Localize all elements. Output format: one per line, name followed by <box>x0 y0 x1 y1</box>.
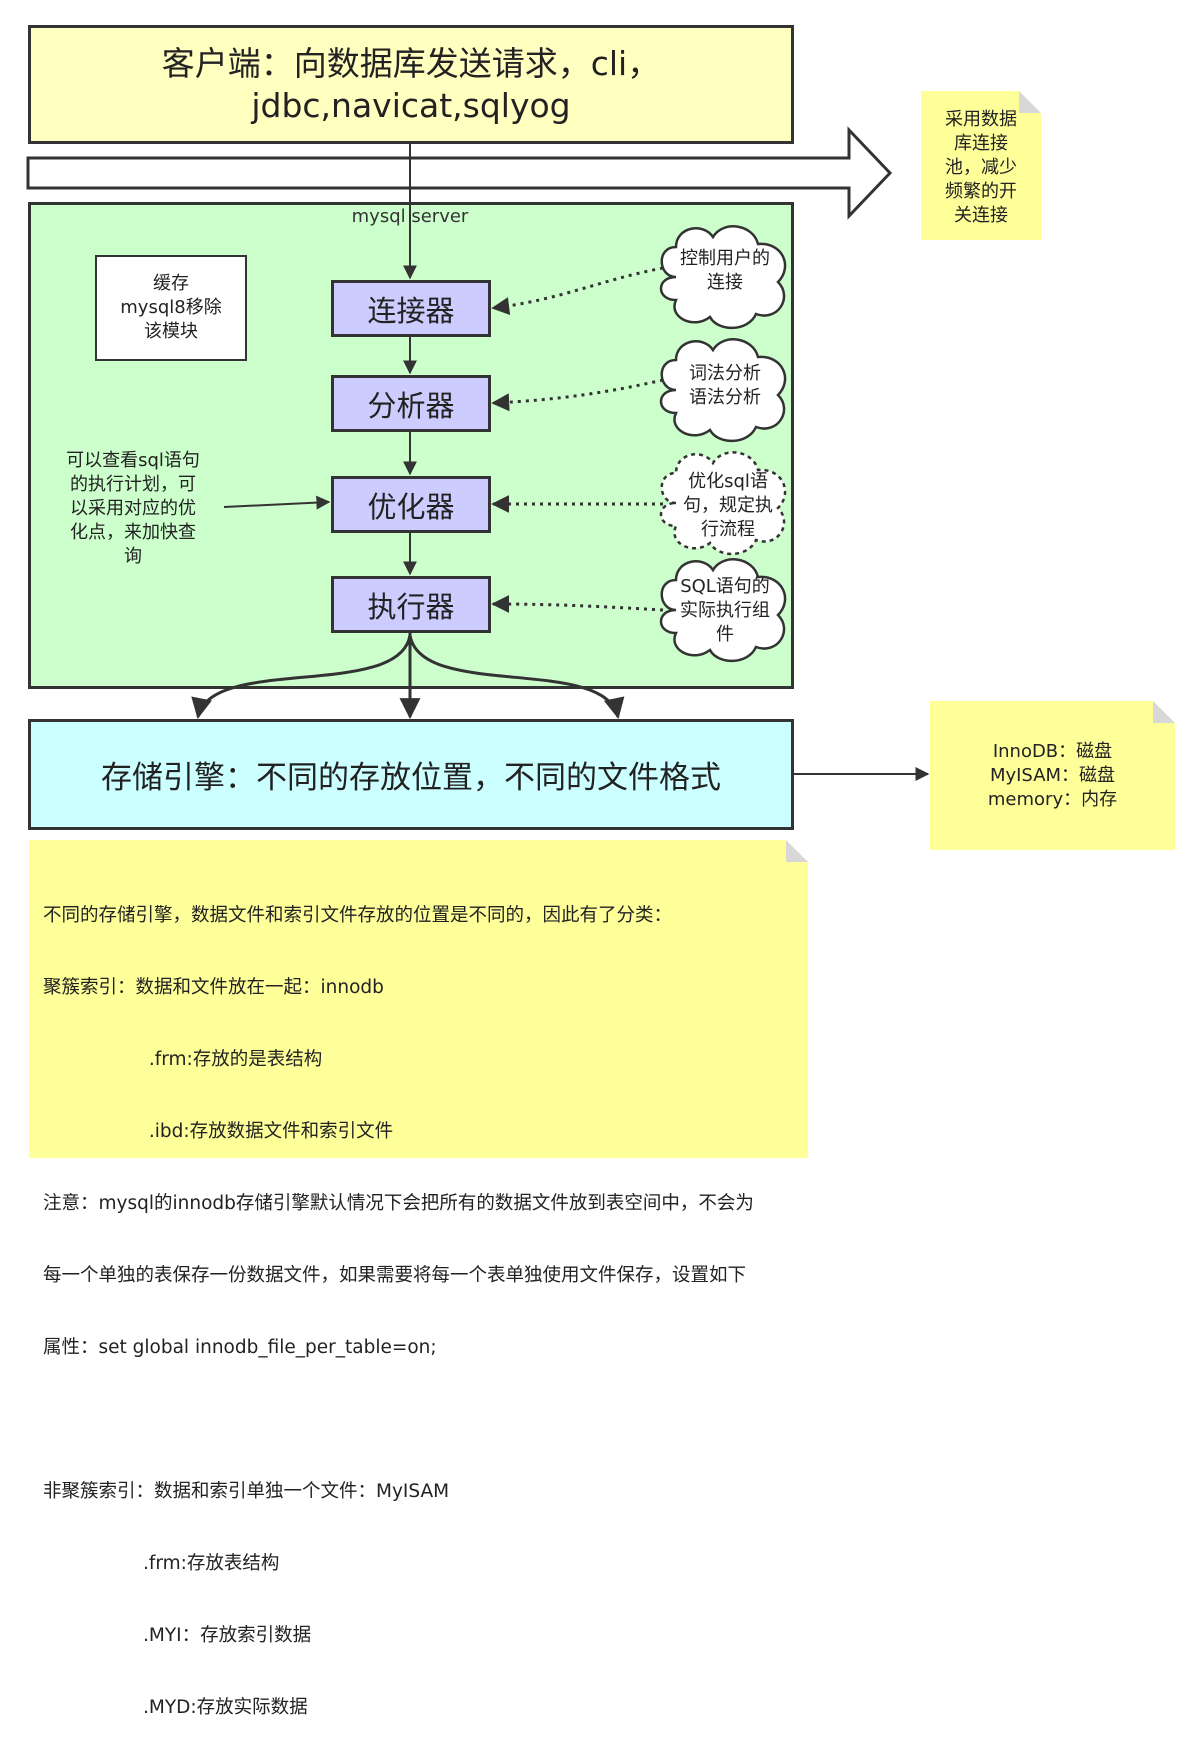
cloud-text-optimize: 优化sql语 句，规定执 行流程 <box>668 470 788 542</box>
cloud-line: 词法分析 <box>689 363 761 384</box>
cloud-line: 控制用户的 <box>680 248 770 269</box>
mysql-server-label: mysql server <box>351 206 469 227</box>
cache-line-1: 缓存 <box>152 273 189 294</box>
note-line: .MYI：存放索引数据 <box>43 1625 312 1646</box>
cache-line-3: 该模块 <box>143 321 198 342</box>
note-line: 的执行计划，可 <box>70 474 196 495</box>
storage-engine-box: 存储引擎：不同的存放位置，不同的文件格式 <box>28 719 794 830</box>
note-line: 每一个单独的表保存一份数据文件，如果需要将每一个表单独使用文件保存，设置如下 <box>43 1265 747 1286</box>
note-line: 非聚簇索引：数据和索引单独一个文件：MyISAM <box>43 1481 450 1502</box>
stage-analyzer: 分析器 <box>331 375 491 432</box>
note-line: 采用数据 <box>945 109 1017 130</box>
stage-label: 连接器 <box>367 293 455 328</box>
note-line: .frm:存放的是表结构 <box>43 1049 323 1070</box>
note-line: InnoDB：磁盘 <box>992 741 1113 762</box>
note-line: 库连接 <box>954 133 1008 154</box>
note-line: 关连接 <box>954 205 1008 226</box>
connection-pool-arrow <box>26 126 893 220</box>
stage-label: 执行器 <box>367 589 455 624</box>
note-line: MyISAM：磁盘 <box>989 765 1116 786</box>
note-line: memory：内存 <box>987 789 1118 810</box>
note-line: 不同的存储引擎，数据文件和索引文件存放的位置是不同的，因此有了分类： <box>43 905 673 926</box>
note-line: 化点，来加快查 <box>70 522 196 543</box>
note-line: 询 <box>124 546 142 567</box>
cloud-line: 件 <box>716 624 734 645</box>
stage-optimizer: 优化器 <box>331 476 491 533</box>
note-explain-plan: 可以查看sql语句 的执行计划，可 以采用对应的优 化点，来加快查 询 <box>42 449 224 569</box>
client-line-1: 客户端：向数据库发送请求，cli， <box>161 43 661 83</box>
stage-label: 优化器 <box>367 489 455 524</box>
note-storage-shape <box>930 701 1175 850</box>
cloud-line: SQL语句的 <box>680 576 770 597</box>
cache-line-2: mysql8移除 <box>120 297 222 318</box>
stage-connector: 连接器 <box>331 280 491 337</box>
cloud-line: 实际执行组 <box>680 600 770 621</box>
cloud-line: 连接 <box>707 272 743 293</box>
note-line: 可以查看sql语句 <box>66 450 200 471</box>
note-big-shape <box>29 840 808 1158</box>
note-pool-shape <box>921 91 1041 240</box>
cloud-line: 优化sql语 <box>688 471 768 492</box>
note-storage-types: InnoDB：磁盘 MyISAM：磁盘 memory：内存 <box>930 740 1175 812</box>
stage-label: 分析器 <box>367 388 455 423</box>
stage-executor: 执行器 <box>331 576 491 633</box>
note-line: 属性：set global innodb_file_per_table=on; <box>43 1337 437 1358</box>
storage-engine-label: 存储引擎：不同的存放位置，不同的文件格式 <box>101 760 721 796</box>
cloud-text-execute: SQL语句的 实际执行组 件 <box>665 575 785 647</box>
note-line <box>43 1408 803 1432</box>
note-line: .frm:存放表结构 <box>43 1553 280 1574</box>
note-line: 注意：mysql的innodb存储引擎默认情况下会把所有的数据文件放到表空间中，… <box>43 1193 754 1214</box>
cloud-line: 语法分析 <box>689 387 761 408</box>
cloud-text-lexical-syntax: 词法分析 语法分析 <box>665 362 785 410</box>
cache-box: 缓存 mysql8移除 该模块 <box>95 255 247 361</box>
client-box: 客户端：向数据库发送请求，cli， jdbc,navicat,sqlyog <box>28 25 794 144</box>
note-line: 以采用对应的优 <box>70 498 196 519</box>
client-line-2: jdbc,navicat,sqlyog <box>251 85 571 125</box>
note-line: .MYD:存放实际数据 <box>43 1697 308 1718</box>
note-line: 频繁的开 <box>945 181 1017 202</box>
cloud-line: 句，规定执 <box>683 495 773 516</box>
cloud-text-connection-control: 控制用户的 连接 <box>665 247 785 295</box>
note-index-explanation: 不同的存储引擎，数据文件和索引文件存放的位置是不同的，因此有了分类： 聚簇索引：… <box>43 856 803 1744</box>
note-line: 池，减少 <box>945 157 1017 178</box>
note-line: .ibd:存放数据文件和索引文件 <box>43 1121 394 1142</box>
note-connection-pool: 采用数据 库连接 池，减少 频繁的开 关连接 <box>921 108 1041 228</box>
note-line: 聚簇索引：数据和文件放在一起：innodb <box>43 977 384 998</box>
cloud-line: 行流程 <box>701 519 755 540</box>
